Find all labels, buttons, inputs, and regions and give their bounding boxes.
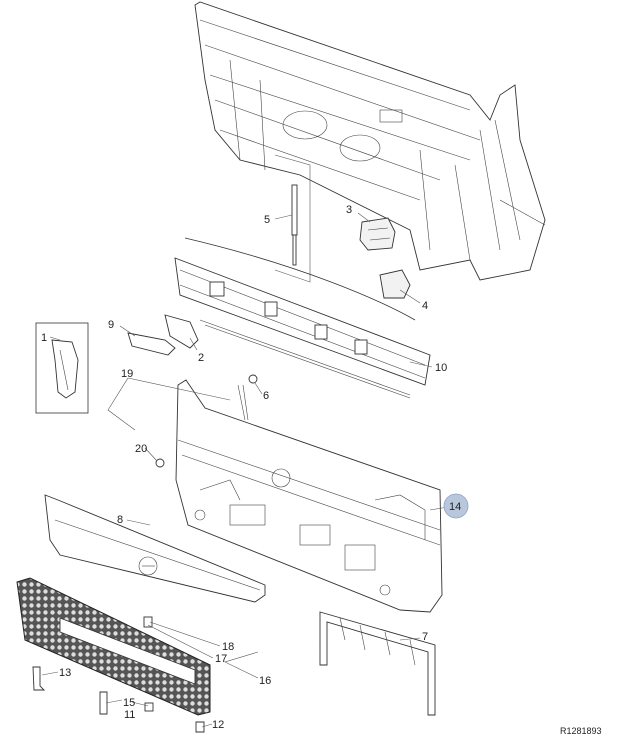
callout-20: 20: [135, 443, 147, 455]
callout-15: 15: [123, 697, 135, 709]
part-8-trim-strip: [44, 494, 266, 603]
part-18-clip: [143, 616, 153, 628]
part-5-gas-strut: [291, 184, 298, 266]
part-11-clip: [144, 702, 154, 712]
callout-19: 19: [121, 368, 133, 380]
callout-7: 7: [422, 631, 428, 643]
part-13-fastener: [32, 666, 46, 691]
reference-code: R1281893: [560, 726, 602, 736]
callout-9: 9: [108, 319, 114, 331]
callout-1: 1: [41, 332, 47, 344]
part-20-clip: [155, 458, 165, 468]
part-7-lower-frame: [319, 611, 436, 716]
cab-front-frame: [194, 1, 546, 281]
callout-8: 8: [117, 514, 123, 526]
callout-13: 13: [59, 667, 71, 679]
part-4-bracket: [379, 269, 411, 299]
part-5-bracket-line: [274, 154, 311, 283]
callout-4: 4: [422, 300, 428, 312]
callout-14-highlight: 14: [443, 493, 469, 519]
part-10-cross-member: [174, 237, 431, 399]
callout-14: 14: [449, 501, 461, 513]
part-6-bolt: [237, 374, 258, 421]
callout-3: 3: [346, 204, 352, 216]
part-9-handle: [127, 332, 176, 356]
callout-10: 10: [435, 362, 447, 374]
part-16-grille: [16, 577, 211, 716]
part-3-latch: [359, 217, 396, 251]
part-12-clip: [195, 721, 205, 733]
callout-17: 17: [215, 653, 227, 665]
part-2-bracket: [164, 314, 199, 349]
callout-12: 12: [212, 719, 224, 731]
part-14-front-panel: [175, 379, 443, 613]
leader-lines: [41, 212, 449, 728]
callout-5: 5: [264, 214, 270, 226]
callout-6: 6: [263, 390, 269, 402]
part-1-inset: [35, 322, 89, 414]
part-15-fastener: [99, 691, 108, 715]
callout-2: 2: [198, 352, 204, 364]
callout-labels: 1 2 3 4 5 6 7 8 9 10 11 12 13 14 15 16 1…: [41, 204, 469, 731]
callout-18: 18: [222, 641, 234, 653]
callout-11: 11: [124, 709, 135, 721]
callout-16: 16: [259, 675, 271, 687]
